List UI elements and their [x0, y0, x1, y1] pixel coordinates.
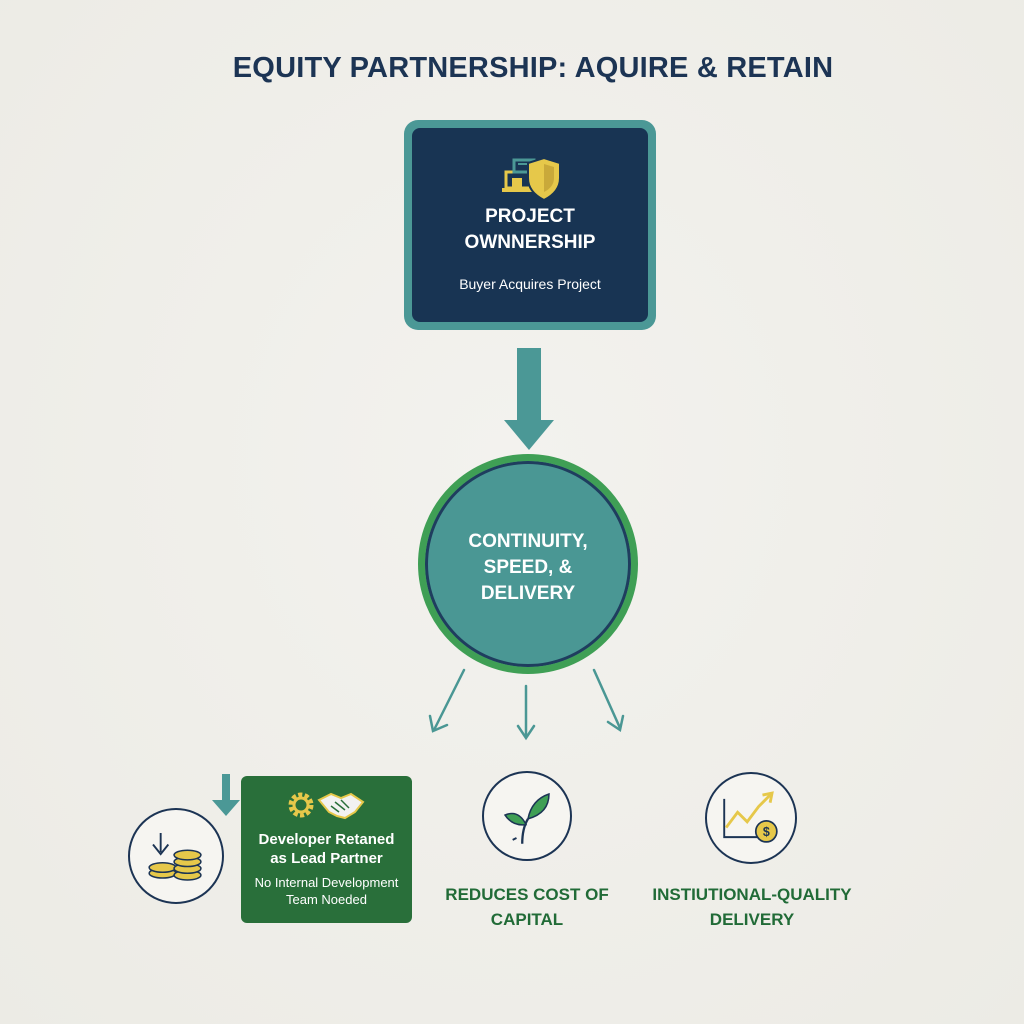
- reduces-cost-of-capital-label: REDUCES COST OF CAPITAL: [445, 885, 609, 929]
- fan-arrows: [428, 668, 625, 741]
- gear-handshake-icons: [288, 792, 365, 820]
- project-ownership-box: PROJECT OWNNERSHIP Buyer Acquires Projec…: [404, 120, 656, 330]
- page-title: EQUITY PARTNERSHIP: AQUIRE & RETAIN: [232, 52, 834, 84]
- building-shield-icon: [502, 156, 561, 202]
- small-down-arrow: [212, 774, 240, 816]
- handshake-icon: [317, 792, 365, 820]
- gear-icon: [288, 792, 314, 818]
- coins-icon-circle: [128, 808, 224, 904]
- institutional-delivery-label: INSTIUTIONAL-QUALITY DELIVERY: [652, 885, 852, 929]
- continuity-circle-text: CONTINUITY, SPEED, & DELIVERY: [468, 531, 588, 604]
- growth-chart-icon-circle: $: [705, 772, 797, 864]
- fan-arrow-left: [432, 668, 466, 732]
- project-ownership-subtext: Buyer Acquires Project: [459, 276, 601, 292]
- growth-chart-dollar-icon: $: [723, 791, 778, 843]
- coins-down-arrow-icon: [148, 833, 202, 881]
- developer-lead-partner-box: Developer Retaned as Lead Partner No Int…: [241, 776, 412, 923]
- continuity-circle: CONTINUITY, SPEED, & DELIVERY: [418, 454, 638, 674]
- sprout-icon: [503, 792, 550, 844]
- developer-box-subtext: No Internal Development Team Noeded: [254, 875, 399, 907]
- sprout-icon-circle: [482, 771, 572, 861]
- svg-text:$: $: [763, 825, 770, 839]
- project-ownership-heading: PROJECT OWNNERSHIP: [464, 206, 596, 253]
- project-ownership-box-inner: PROJECT OWNNERSHIP Buyer Acquires Projec…: [412, 128, 648, 322]
- main-down-arrow: [504, 348, 554, 450]
- developer-box-title: Developer Retaned as Lead Partner: [258, 831, 395, 867]
- fan-arrow-right: [592, 668, 622, 730]
